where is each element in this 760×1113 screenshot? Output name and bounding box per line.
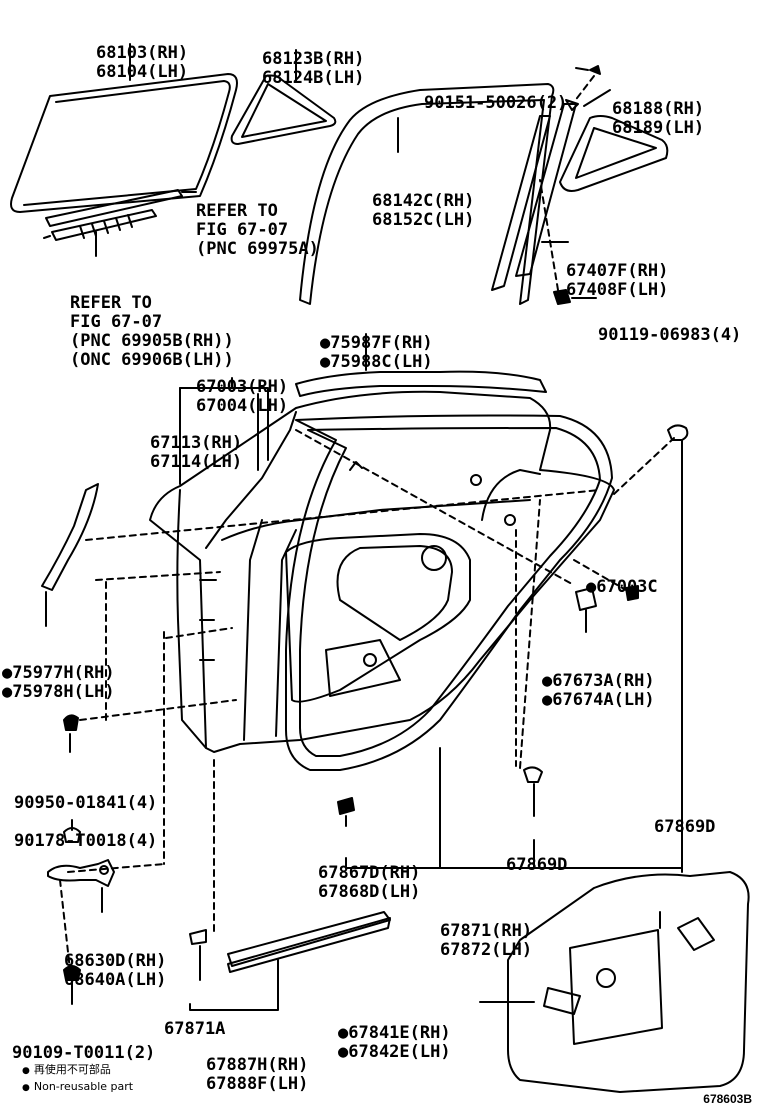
- label-90109: 90109-T0011(2): [12, 1043, 156, 1063]
- bullet-icon: ●: [22, 1083, 30, 1093]
- label-67003c: ●67003C: [586, 577, 658, 597]
- legend: ●再使用不可部品 ●Non-reusable part: [22, 1062, 133, 1096]
- legend-item-en: ●Non-reusable part: [22, 1080, 134, 1093]
- glass-run-channel: [299, 83, 555, 305]
- lower-moulding: [227, 911, 391, 973]
- legend-item-cn: ●再使用不可部品: [22, 1063, 111, 1076]
- bolt-90109: [63, 965, 81, 981]
- clip-67003c: [625, 585, 639, 601]
- label-67841: ●67841E(RH)●67842E(LH): [338, 1023, 451, 1062]
- label-90151: 90151-50026(2): [424, 93, 568, 113]
- plug-icon: [667, 424, 689, 441]
- label-67407: 67407F(RH)67408F(LH): [566, 261, 669, 300]
- clip-67871a: [189, 929, 207, 945]
- clip-67673: [575, 587, 597, 611]
- label-67673: ●67673A(RH)●67674A(LH): [542, 671, 655, 710]
- frame-moulding: [41, 483, 99, 591]
- dashed-guides: [59, 429, 675, 971]
- dashed-leader: [573, 75, 595, 103]
- belt-moulding-outer: [295, 370, 547, 397]
- figure-code: 678603B: [703, 1092, 752, 1106]
- plug-67869: [523, 766, 543, 783]
- label-90119: 90119-06983(4): [598, 325, 742, 345]
- leader-line: [179, 387, 269, 461]
- quarter-weatherstrip: [559, 115, 669, 192]
- clip-67867: [337, 797, 355, 815]
- label-67871: 67871(RH)67872(LH): [440, 921, 533, 960]
- screw-90151: [589, 65, 601, 75]
- clip-icon: [565, 99, 579, 111]
- quarter-glass: [230, 74, 337, 145]
- leader-line: [189, 959, 279, 1011]
- leader-line: [575, 67, 589, 71]
- label-67867: 67867D(RH)67868D(LH): [318, 863, 421, 902]
- label-67869d: 67869D: [506, 855, 568, 875]
- door-glass: [10, 73, 238, 213]
- rear-door-panel: [149, 390, 615, 753]
- label-67869d-right: 67869D: [654, 817, 716, 837]
- label-67887: 67887H(RH)67888F(LH): [206, 1055, 309, 1094]
- dashed-leader: [539, 179, 559, 291]
- belt-moulding-inner: [43, 189, 183, 241]
- division-bar: [491, 103, 577, 291]
- label-68123: 68123B(RH)68124B(LH): [262, 49, 365, 88]
- label-75977: ●75977H(RH)●75978H(LH): [2, 663, 115, 702]
- label-67113: 67113(RH)67114(LH): [150, 433, 243, 472]
- label-68630: 68630D(RH)68640A(LH): [64, 951, 167, 990]
- label-68103: 68103(RH)68104(LH): [96, 43, 189, 82]
- service-hole-cover: [507, 871, 750, 1093]
- label-68188: 68188(RH)68189(LH): [612, 99, 705, 138]
- label-67003: 67003(RH)67004(LH): [196, 377, 289, 416]
- label-90178: 90178-T0018(4): [14, 831, 158, 851]
- label-68142: 68142C(RH)68152C(LH): [372, 191, 475, 230]
- door-weatherstrip: [285, 414, 613, 771]
- door-check: [47, 859, 115, 887]
- bullet-icon: ●: [22, 1066, 30, 1076]
- bolt-90178: [63, 827, 81, 843]
- screw-90950: [63, 714, 79, 731]
- label-75987: ●75987F(RH)●75988C(LH): [320, 333, 433, 372]
- label-90950: 90950-01841(4): [14, 793, 158, 813]
- screw-90119: [553, 289, 571, 305]
- label-67871a: 67871A: [164, 1019, 226, 1039]
- leader-line: [583, 89, 611, 107]
